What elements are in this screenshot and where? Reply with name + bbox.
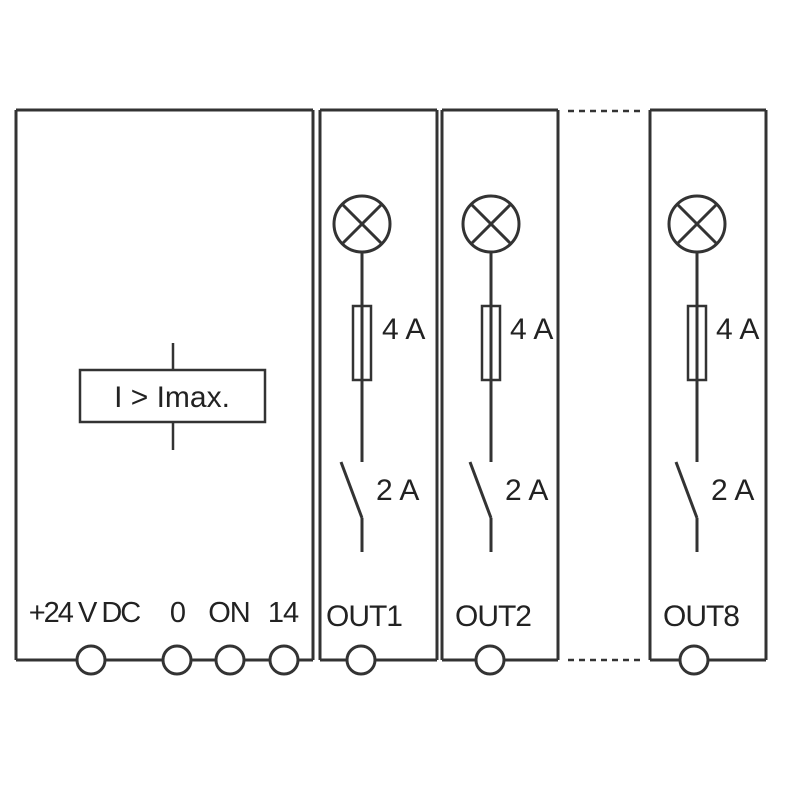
terminal-24vdc xyxy=(75,644,107,676)
output-label: OUT2 xyxy=(455,600,531,633)
terminal-out2 xyxy=(474,644,506,676)
fuse-rating: 4 A xyxy=(510,313,553,346)
switch-contact-icon xyxy=(339,461,364,519)
output-label: OUT1 xyxy=(326,600,402,633)
terminal-label-0: 0 xyxy=(170,597,186,629)
terminal-label-14: 14 xyxy=(268,597,299,629)
channel-out8: 4 A 2 A OUT8 xyxy=(648,108,768,676)
lamp-icon xyxy=(332,194,392,254)
terminal-out1 xyxy=(345,644,377,676)
terminal-out8 xyxy=(678,644,710,676)
overcurrent-label: I > Imax. xyxy=(114,381,230,414)
output-label: OUT8 xyxy=(663,600,739,633)
channel-out2: 4 A 2 A OUT2 xyxy=(435,108,560,676)
overcurrent-monitor: I > Imax. xyxy=(78,343,267,450)
supply-module xyxy=(14,108,313,662)
terminal-0 xyxy=(161,644,193,676)
channel-out1: 4 A 2 A OUT1 xyxy=(311,108,437,676)
terminal-label-24vdc: +24 V DC xyxy=(29,597,141,629)
lamp-icon xyxy=(461,194,521,254)
terminal-on xyxy=(214,644,246,676)
terminal-14 xyxy=(268,644,300,676)
lamp-icon xyxy=(667,194,727,254)
fuse-rating: 4 A xyxy=(382,313,425,346)
switch-rating: 2 A xyxy=(505,474,548,507)
terminal-label-on: ON xyxy=(208,597,250,629)
switch-rating: 2 A xyxy=(711,474,754,507)
switch-contact-icon xyxy=(674,461,699,519)
switch-contact-icon xyxy=(468,461,493,519)
fuse-rating: 4 A xyxy=(716,313,759,346)
omitted-channels-gap xyxy=(568,109,640,662)
switch-rating: 2 A xyxy=(376,474,419,507)
